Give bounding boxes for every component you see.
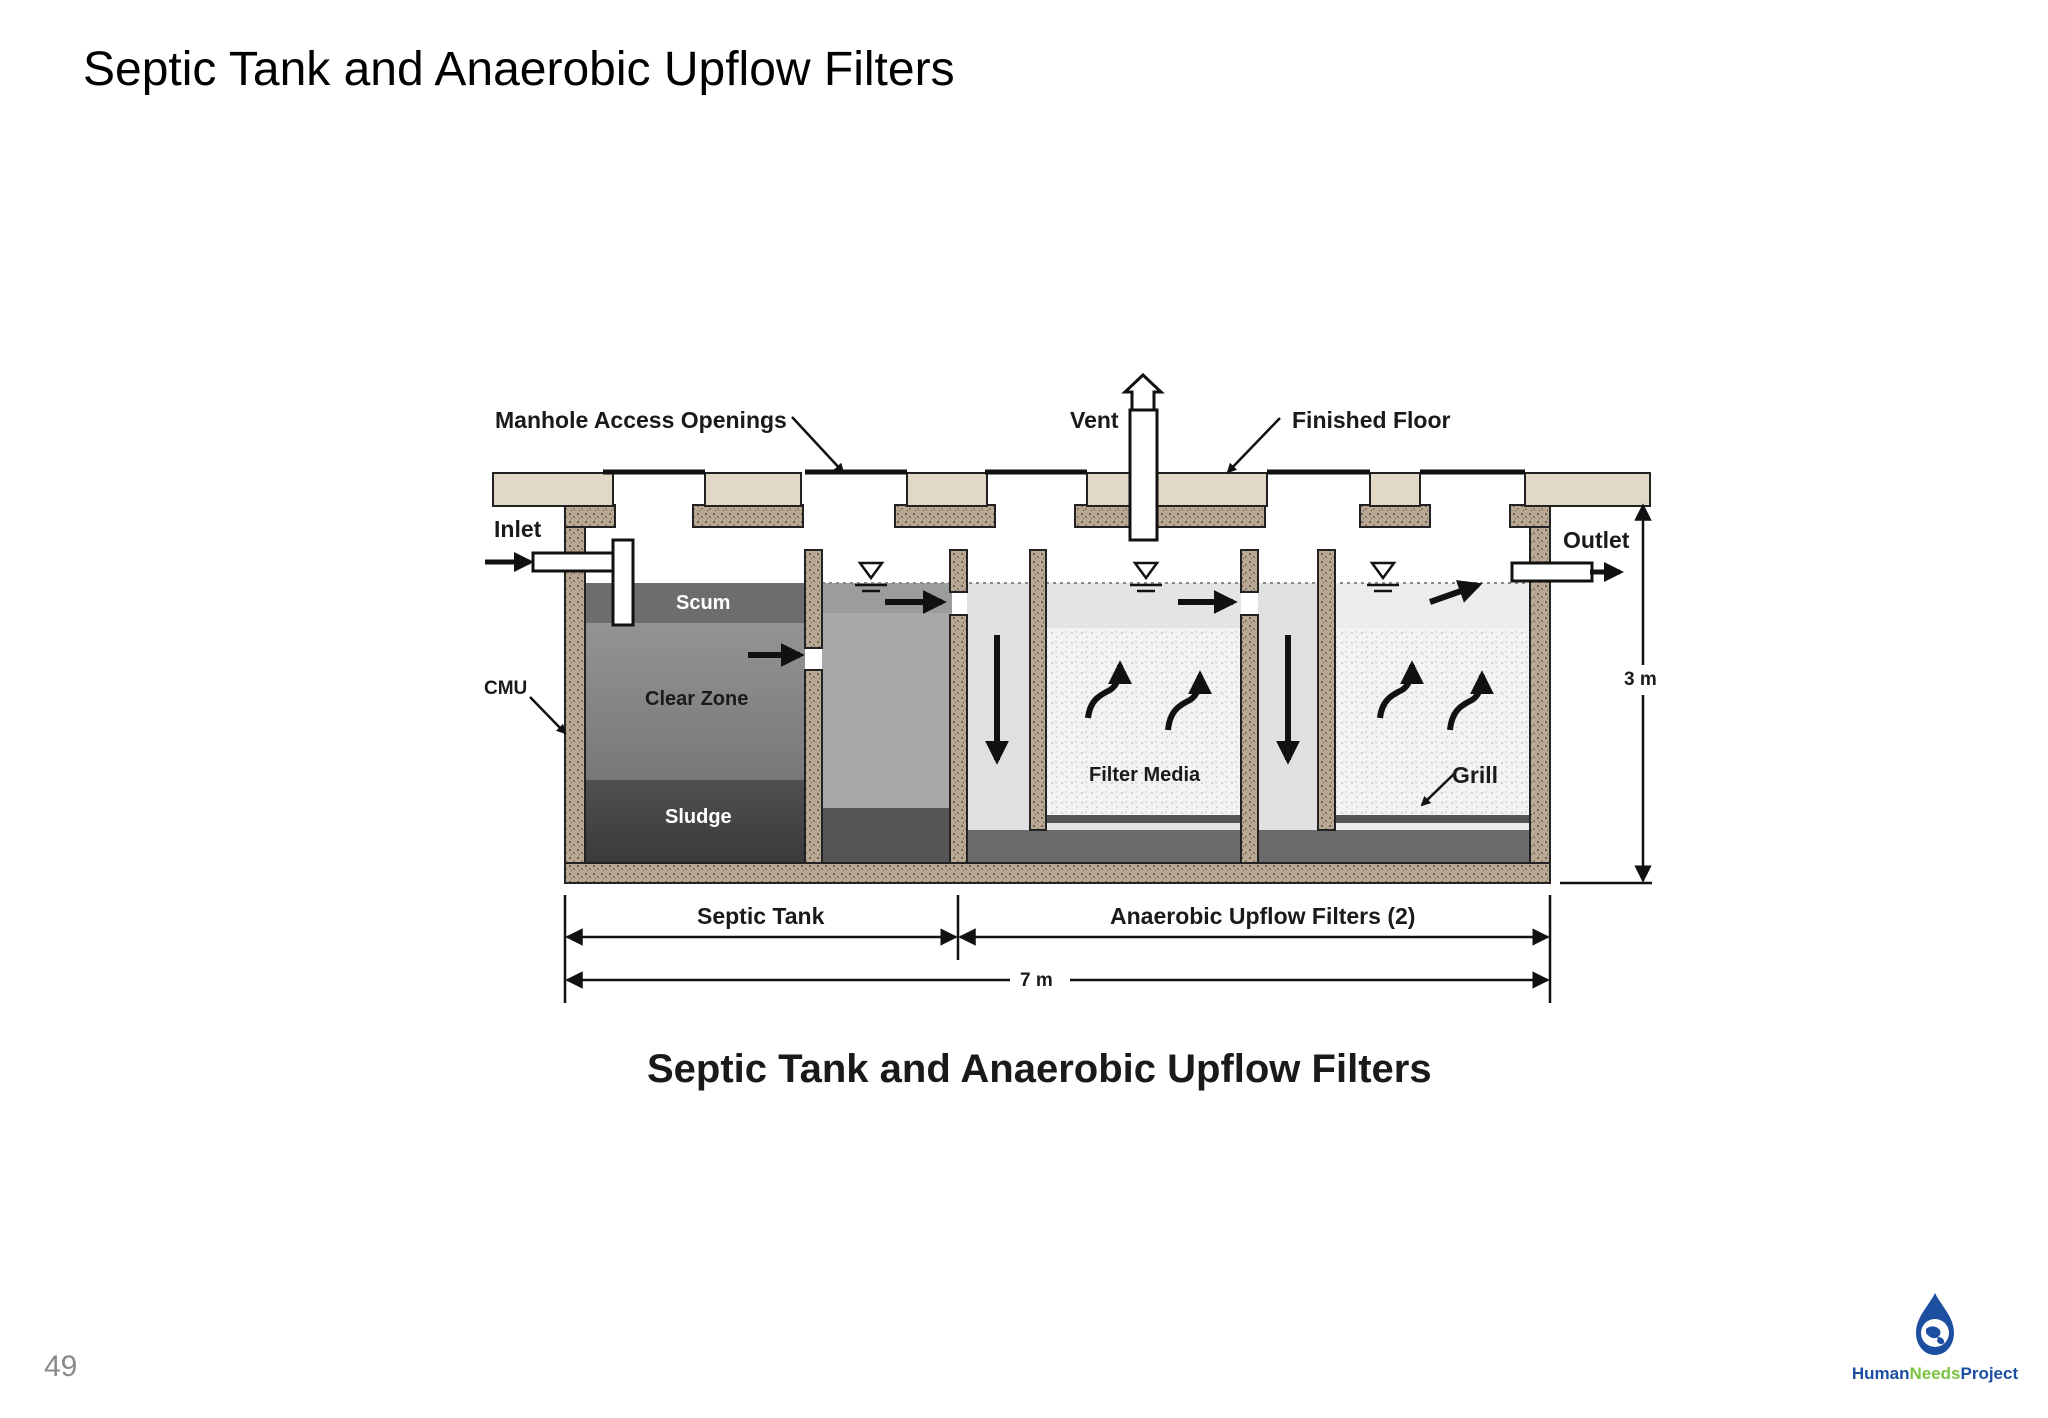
label-filter-media: Filter Media: [1089, 764, 1201, 786]
label-vent: Vent: [1070, 407, 1119, 433]
label-cmu: CMU: [484, 678, 527, 699]
label-scum: Scum: [676, 592, 730, 614]
flow-arrows: [748, 580, 1494, 765]
label-anaerobic-filters: Anaerobic Upflow Filters (2): [1110, 903, 1415, 929]
label-inlet: Inlet: [494, 516, 542, 542]
vent-pipe: [1121, 372, 1165, 542]
logo-text-human: Human: [1851, 1364, 1910, 1383]
label-grill: Grill: [1452, 762, 1498, 788]
logo-text-needs: Needs: [1909, 1364, 1961, 1383]
dimension-lines: [563, 503, 1652, 1003]
diagram-caption: Septic Tank and Anaerobic Upflow Filters: [647, 1047, 1432, 1091]
slide-title: Septic Tank and Anaerobic Upflow Filters: [83, 43, 955, 96]
label-finished-floor: Finished Floor: [1292, 407, 1450, 433]
label-height-dim: 3 m: [1624, 669, 1657, 690]
label-sludge: Sludge: [665, 806, 732, 828]
finished-floor-slab: [492, 472, 1651, 507]
leader-lines: [529, 416, 1456, 807]
logo-globe-drop-icon: [1916, 1293, 1954, 1355]
page-number: 49: [44, 1350, 78, 1383]
label-manhole: Manhole Access Openings: [495, 407, 787, 433]
logo-text-project: Project: [1960, 1364, 2019, 1383]
grill-bars: [1046, 815, 1530, 823]
cmu-walls: [564, 504, 1551, 884]
label-clear-zone: Clear Zone: [645, 688, 748, 710]
outlet-pipe: [1510, 561, 1594, 583]
label-septic-tank: Septic Tank: [697, 903, 825, 929]
water-level-symbols: [855, 561, 1399, 593]
logo-text: HumanNeedsProject: [1850, 1364, 2020, 1384]
label-width-dim: 7 m: [1020, 970, 1053, 991]
label-outlet: Outlet: [1563, 527, 1630, 553]
